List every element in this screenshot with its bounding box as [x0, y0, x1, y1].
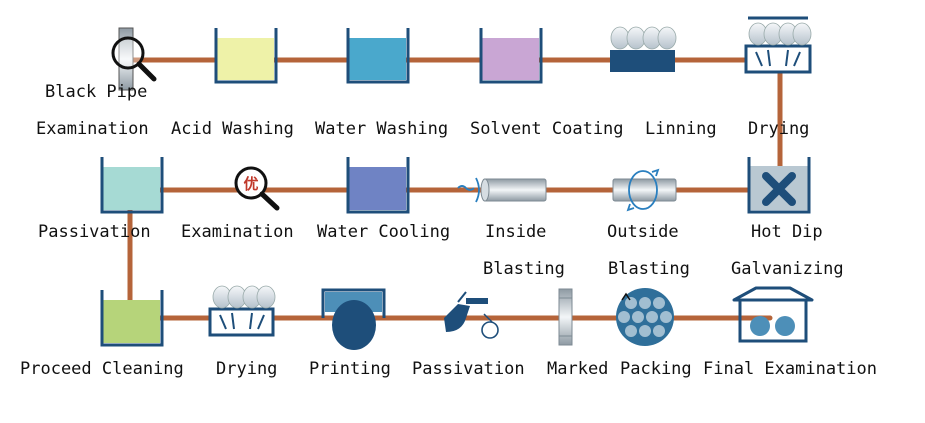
marked-pipe-icon [558, 288, 573, 346]
proceed-cleaning-tank [100, 290, 164, 347]
label-printing: Printing [309, 359, 391, 379]
label-galvanizing: Galvanizing [731, 259, 844, 279]
passivation-spray-gun-icon [444, 291, 499, 339]
water-cooling-tank [346, 157, 410, 214]
drying-oven-icon [744, 16, 812, 74]
label-hot-dip: Hot Dip [751, 222, 823, 242]
inside-blasting-icon [457, 177, 547, 203]
label-proceed-cleaning: Proceed Cleaning [20, 359, 184, 379]
label-water-washing: Water Washing [315, 119, 449, 139]
label-outside-blasting: Blasting [608, 259, 690, 279]
final-examination-warehouse-icon [732, 286, 814, 343]
linning-station-icon [610, 26, 677, 72]
drying-oven-icon-2 [208, 285, 276, 337]
label-linning: Linning [645, 119, 717, 139]
label-solvent-coating: Solvent Coating [470, 119, 624, 139]
water-washing-tank [346, 28, 410, 84]
passivation-tank [100, 157, 164, 214]
label-inside-blasting: Blasting [483, 259, 565, 279]
solvent-coating-tank [479, 28, 543, 84]
magnifier-badge-text: 优 [243, 175, 258, 193]
examination-magnifier-icon: 优 [234, 166, 280, 211]
label-black-pipe: Black Pipe [45, 82, 148, 102]
label-examination-1: Examination [36, 119, 149, 139]
label-passivation-2: Passivation [412, 359, 525, 379]
label-drying-1: Drying [748, 119, 810, 139]
black-pipe-examination-icon [111, 27, 157, 91]
label-inside: Inside [485, 222, 547, 242]
label-final-examination: Final Examination [703, 359, 877, 379]
hot-dip-galvanizing-tank [747, 157, 811, 214]
acid-washing-tank [214, 28, 278, 84]
label-passivation-1: Passivation [38, 222, 151, 242]
label-water-cooling: Water Cooling [317, 222, 451, 242]
label-outside: Outside [607, 222, 679, 242]
packing-bundle-icon [616, 288, 674, 346]
label-examination-2: Examination [181, 222, 294, 242]
label-packing: Packing [620, 359, 692, 379]
label-marked: Marked [547, 359, 609, 379]
label-drying-2: Drying [216, 359, 278, 379]
printing-machine-icon [321, 288, 386, 350]
outside-blasting-icon [612, 168, 677, 212]
flow-connectors [127, 57, 783, 321]
label-acid-washing: Acid Washing [171, 119, 294, 139]
